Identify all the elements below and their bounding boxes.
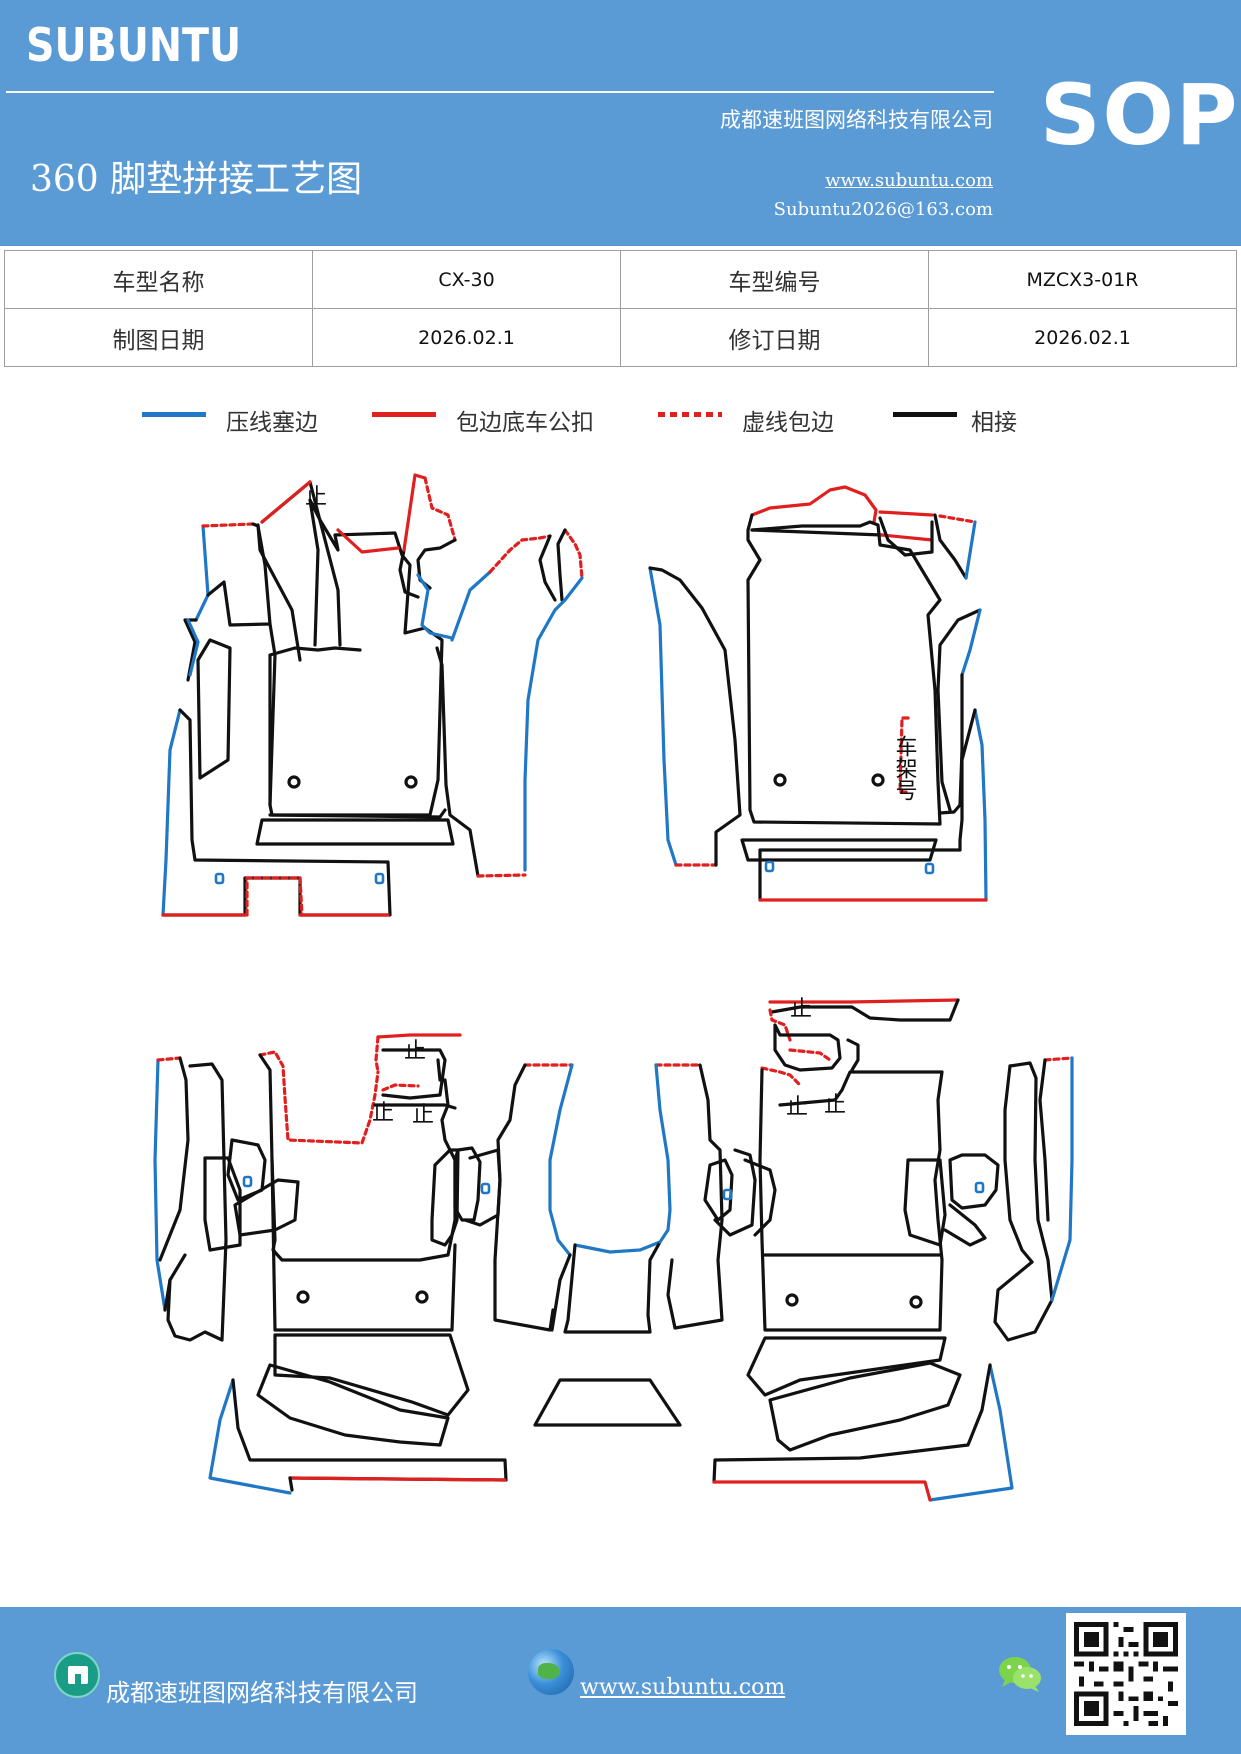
revise-date-value: 2026.02.1 — [928, 308, 1237, 367]
page-title: 360 脚垫拼接工艺图 — [30, 159, 363, 200]
sop-label: SOP — [1040, 66, 1240, 164]
stop-mark: 止 — [404, 1039, 426, 1064]
stop-mark: 止 — [824, 1093, 846, 1118]
mat-front-right: 车架号 — [648, 485, 988, 902]
page-header: SUBUNTU SOP 成都速班图网络科技有限公司 360 脚垫拼接工艺图 ww… — [0, 0, 1241, 246]
globe-icon — [528, 1649, 574, 1695]
footer-company: 成都速班图网络科技有限公司 — [106, 1679, 418, 1707]
table-row: 车型名称 CX-30 车型编号 MZCX3-01R — [4, 250, 1237, 309]
draw-date-label: 制图日期 — [4, 308, 313, 367]
model-code-value: MZCX3-01R — [928, 250, 1237, 309]
legend-label: 相接 — [971, 410, 1017, 436]
header-company: 成都速班图网络科技有限公司 — [720, 108, 993, 132]
page-footer: 成都速班图网络科技有限公司 www.subuntu.com — [0, 1607, 1241, 1754]
legend-label: 包边底车公扣 — [456, 410, 594, 436]
model-code-label: 车型编号 — [620, 250, 929, 309]
draw-date-value: 2026.02.1 — [312, 308, 621, 367]
model-name-label: 车型名称 — [4, 250, 313, 309]
revise-date-label: 修订日期 — [620, 308, 929, 367]
legend-label: 虚线包边 — [742, 410, 834, 436]
table-row: 制图日期 2026.02.1 修订日期 2026.02.1 — [4, 308, 1237, 367]
header-divider — [6, 91, 994, 93]
building-icon — [54, 1652, 100, 1698]
header-email: Subuntu2026@163.com — [773, 199, 993, 220]
legend-swatch-black — [893, 412, 957, 417]
footer-website-link[interactable]: www.subuntu.com — [580, 1675, 786, 1700]
header-website-link[interactable]: www.subuntu.com — [825, 170, 993, 191]
model-info-table: 车型名称 CX-30 车型编号 MZCX3-01R 制图日期 2026.02.1… — [4, 250, 1237, 367]
stop-mark: 止 — [786, 1095, 808, 1120]
mat-front-left: 止 — [161, 473, 584, 917]
qr-code — [1066, 1613, 1186, 1735]
wechat-icon[interactable] — [996, 1653, 1044, 1695]
legend-label: 压线塞边 — [226, 410, 318, 436]
model-name-value: CX-30 — [312, 250, 621, 309]
floor-mat-diagram: 止 — [0, 460, 1241, 1590]
legend-swatch-blue — [142, 412, 206, 417]
frame-label: 车架号 — [892, 735, 918, 801]
stop-mark: 止 — [790, 997, 812, 1022]
legend-swatch-red — [372, 412, 436, 417]
stop-mark: 止 — [305, 485, 327, 510]
legend-swatch-dotted — [658, 412, 722, 417]
brand-logo: SUBUNTU — [26, 18, 242, 72]
stop-mark: 止 — [412, 1103, 434, 1128]
stop-mark: 止 — [372, 1101, 394, 1126]
edge-legend: 压线塞边 包边底车公扣 虚线包边 相接 — [0, 400, 1241, 440]
mat-rear-assembly: 止 止 止 — [153, 997, 1074, 1502]
